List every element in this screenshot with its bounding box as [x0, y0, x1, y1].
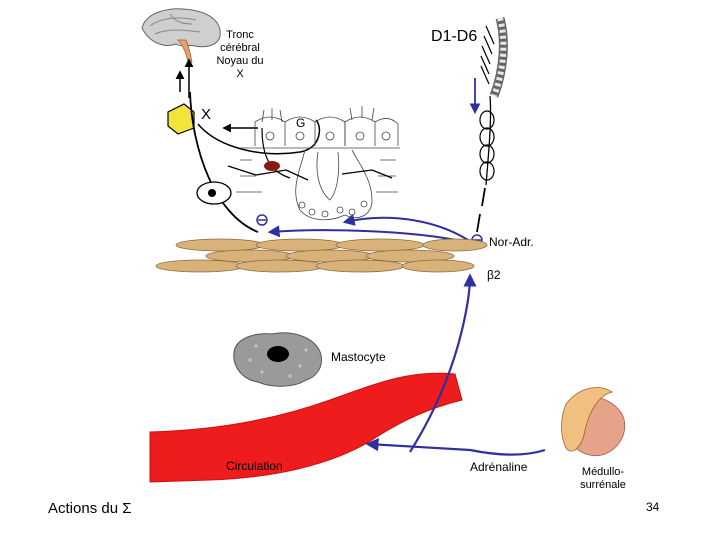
brainstem-line-2: cérébral: [220, 42, 260, 54]
spinal-nerve: [485, 95, 492, 186]
adrenaline-label: Adrénaline: [470, 460, 528, 474]
adrenal-medulla-line-1: Médullo-: [581, 466, 625, 478]
vagus-label: X: [201, 106, 212, 123]
vagal-branch-right: [341, 169, 393, 179]
adrenal-medulla-label: Médullo- surrénale: [570, 466, 636, 492]
sympathetic-fiber-to-gland: [342, 214, 475, 245]
brainstem-line-3: Noyau du: [216, 55, 264, 67]
adrenal-medulla-line-2: surrénale: [580, 479, 626, 491]
slide-number: 34: [646, 500, 660, 514]
spinal-column-illustration: [480, 16, 508, 98]
spinal-level-label: D1-D6: [431, 28, 478, 45]
vagal-fiber-descending: [189, 91, 259, 233]
footer-title: Actions du Σ: [48, 500, 132, 517]
red-cell-body: [264, 161, 280, 171]
parasympathetic-ganglion: [196, 181, 232, 205]
mast-cell-illustration: [233, 332, 322, 387]
mast-cell-label: Mastocyte: [331, 350, 386, 364]
smooth-muscle-layer: [155, 238, 488, 273]
beta2-receptor-label: β2: [487, 268, 501, 282]
brainstem-line-1: Tronc: [226, 29, 254, 41]
noradrenaline-label: Nor-Adr.: [489, 235, 534, 249]
brainstem-label: Tronc cérébral Noyau du X: [200, 29, 280, 81]
epithelium-illustration: [240, 106, 400, 149]
blood-vessel: [149, 372, 463, 483]
nerve-terminal-1: [256, 214, 268, 226]
submucosal-gland-illustration: [236, 149, 398, 221]
adrenaline-release-arrow: [365, 438, 546, 456]
ganglion-label: G: [296, 116, 306, 130]
vagal-nucleus-box: [167, 103, 195, 135]
circulation-label: Circulation: [226, 459, 283, 473]
brain-illustration: [141, 8, 221, 63]
brainstem-line-4: X: [236, 68, 244, 80]
adrenal-gland-illustration: [561, 387, 626, 457]
adrenaline-to-muscle-arrow: [409, 273, 477, 453]
vagal-fiber-to-gland: [197, 119, 321, 155]
vagal-branch-left: [227, 165, 309, 181]
